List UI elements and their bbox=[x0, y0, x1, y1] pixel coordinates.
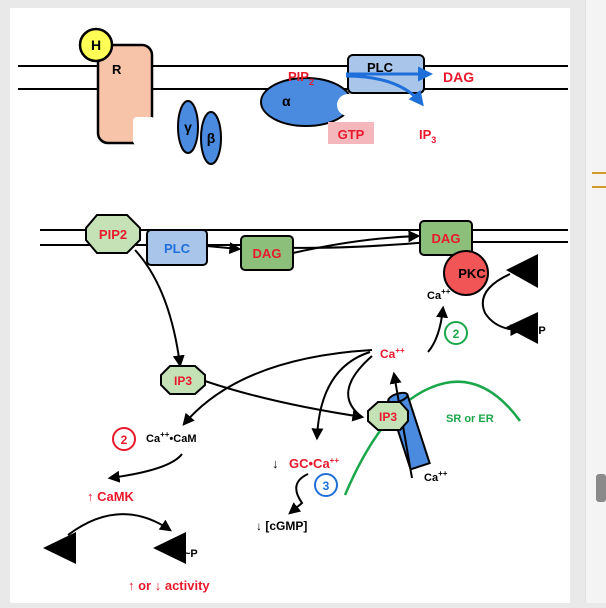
arrow-phosphorylation-left bbox=[67, 513, 172, 536]
ca-below-main: Ca bbox=[424, 472, 439, 484]
receptor-label: R bbox=[112, 62, 122, 77]
bottom-panel: PLC PIP2 DAG DAG PKC Ca++ ~P 2 Ca++ IP3 bbox=[40, 214, 568, 593]
vertical-scrollbar[interactable] bbox=[585, 0, 606, 603]
step-3-label: 3 bbox=[323, 479, 330, 493]
gold-rule-upper bbox=[592, 172, 606, 174]
gc-label-main: GC•Ca bbox=[289, 456, 330, 471]
arrow-ca-to-pkc bbox=[427, 305, 449, 353]
arrow-ca-to-cam bbox=[182, 349, 373, 426]
dag-label-2: DAG bbox=[432, 231, 461, 246]
pip2-label-top-sub: 2 bbox=[309, 77, 314, 87]
cgmp-label: ↓ [cGMP] bbox=[256, 519, 307, 533]
arrow-plc-to-dag bbox=[206, 242, 242, 255]
arrow-dag-to-dag bbox=[292, 230, 421, 254]
scrollbar-thumb[interactable] bbox=[596, 474, 606, 502]
plc-label: PLC bbox=[164, 241, 191, 256]
ip3-label-left: IP3 bbox=[174, 374, 192, 388]
signaling-diagram: R H γ β α GTP PLC PIP2 DAG IP3 PLC PI bbox=[18, 27, 568, 593]
pkc-circle bbox=[443, 250, 489, 296]
slide-canvas: R H γ β α GTP PLC PIP2 DAG IP3 PLC PI bbox=[10, 8, 570, 603]
sr-er-label: SR or ER bbox=[446, 413, 494, 425]
step-2-right-label: 2 bbox=[453, 327, 460, 341]
gamma-subunit bbox=[177, 100, 199, 154]
ca-cam-rest: •CaM bbox=[169, 433, 196, 445]
ip3-label-top: IP3 bbox=[419, 127, 436, 145]
beta-subunit bbox=[200, 111, 222, 165]
substrate-triangle-right-top bbox=[506, 254, 538, 288]
gtp-label: GTP bbox=[338, 127, 365, 142]
ca-red-sup: ++ bbox=[395, 346, 405, 355]
pip2-label: PIP2 bbox=[99, 227, 127, 242]
ip3-node-left bbox=[160, 365, 206, 395]
pip2-label-top: PIP2 bbox=[288, 69, 314, 87]
ip3-label-top-sub: 3 bbox=[431, 135, 436, 145]
ca-below-label: Ca++ bbox=[424, 469, 448, 484]
arrow-ca-to-gc bbox=[311, 351, 371, 441]
gtp-highlight bbox=[328, 122, 374, 144]
pip2-node bbox=[85, 214, 141, 254]
gold-rule-lower bbox=[592, 186, 606, 188]
gamma-label: γ bbox=[184, 119, 192, 135]
step-2-badge-left bbox=[112, 427, 136, 451]
receptor-notch bbox=[133, 117, 155, 145]
camk-label: ↑ CaMK bbox=[87, 489, 135, 504]
ip3-label-channel: IP3 bbox=[379, 410, 397, 424]
ca-pkc-label: Ca++ bbox=[427, 287, 451, 302]
arrow-phosphorylation-right bbox=[481, 273, 523, 336]
arrow-pip2-to-ip3 bbox=[134, 249, 185, 368]
phospho-label-left: ~P bbox=[184, 548, 198, 560]
gc-arrow-label: ↓ bbox=[272, 456, 279, 471]
ca-cam-label: Ca++•CaM bbox=[146, 430, 196, 445]
substrate-triangle-left-2 bbox=[153, 532, 186, 564]
plc-box bbox=[146, 229, 208, 266]
substrate-triangle-left-1 bbox=[43, 532, 76, 564]
step-3-badge bbox=[314, 473, 338, 497]
ca-below-sup: ++ bbox=[438, 469, 448, 478]
pkc-label: PKC bbox=[458, 266, 486, 281]
gc-label-sup: ++ bbox=[330, 456, 340, 465]
dag-label-top: DAG bbox=[443, 69, 474, 85]
arrow-gc-to-cgmp bbox=[288, 473, 309, 515]
ca-red-label: Ca++ bbox=[380, 346, 405, 361]
arrow-to-ip3-top bbox=[345, 74, 424, 107]
step-2-left-label: 2 bbox=[121, 433, 128, 447]
hormone-label: H bbox=[91, 37, 101, 53]
top-panel: R H γ β α GTP PLC PIP2 DAG IP3 bbox=[18, 27, 568, 165]
activity-label: ↑ or ↓ activity bbox=[128, 578, 210, 593]
step-2-badge-right bbox=[444, 321, 468, 345]
ip3-node-channel bbox=[367, 401, 409, 431]
pip2-label-top-main: PIP bbox=[288, 69, 309, 84]
alpha-label: α bbox=[282, 93, 291, 109]
ca-cam-sup: ++ bbox=[160, 430, 170, 439]
beta-label: β bbox=[207, 130, 216, 146]
arrow-ca-to-channel bbox=[347, 355, 373, 418]
dag-label-1: DAG bbox=[253, 246, 282, 261]
phospho-label-right: ~P bbox=[532, 325, 546, 337]
ca-pkc-main: Ca bbox=[427, 290, 442, 302]
hormone-circle bbox=[78, 27, 114, 63]
ca-pkc-sup: ++ bbox=[441, 287, 451, 296]
ca-red-main: Ca bbox=[380, 347, 396, 361]
alpha-gtp-slot bbox=[337, 94, 359, 116]
arrow-cam-to-camk bbox=[107, 453, 183, 483]
ip3-label-top-main: IP bbox=[419, 127, 432, 142]
arrow-ip3-to-channel bbox=[204, 380, 365, 422]
gc-label: GC•Ca++ bbox=[289, 456, 339, 471]
plc-label-top: PLC bbox=[367, 60, 394, 75]
ca-cam-ca: Ca bbox=[146, 433, 161, 445]
sr-er-membrane bbox=[343, 380, 522, 496]
